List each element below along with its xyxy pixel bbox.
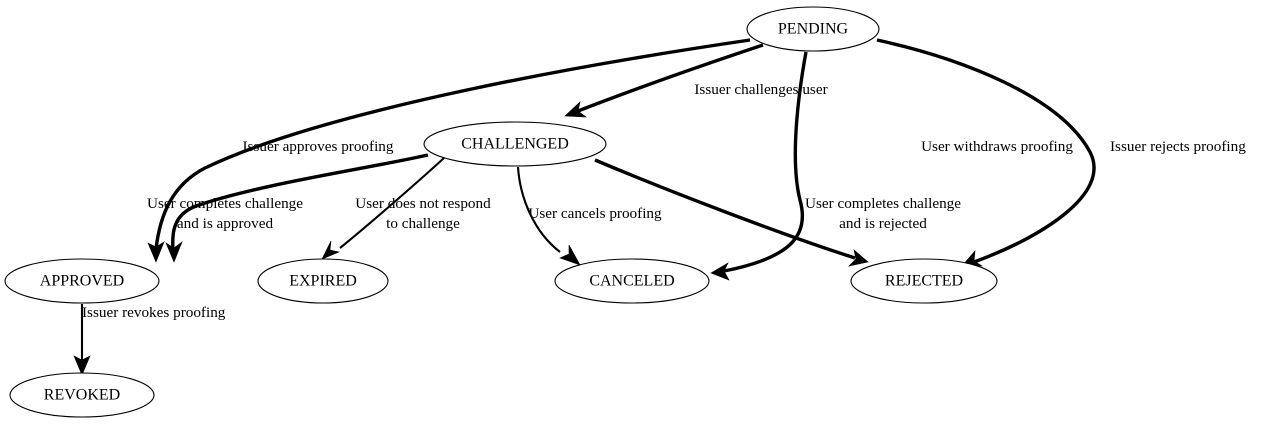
edge-pending-to-challenged: [564, 43, 764, 118]
edge-label-user-withdraws-proofing: User withdraws proofing: [921, 138, 1073, 155]
edge-approved-to-revoked-arrowhead: [73, 355, 91, 376]
edge-challenged-to-rejected-arrowhead: [848, 249, 869, 267]
edge-approved-to-revoked: [73, 304, 91, 376]
node-revoked-ellipse[interactable]: [9, 372, 155, 418]
edge-label-issuer-approves-proofing: Issuer approves proofing: [243, 138, 394, 155]
edge-pending-to-canceled-arrowhead: [710, 262, 730, 281]
edge-challenged-to-expired-arrowhead: [321, 240, 340, 260]
edge-label-user-completes-challenge-rejected-line1: User completes challenge: [805, 195, 961, 212]
edge-label-issuer-rejects-proofing: Issuer rejects proofing: [1110, 138, 1246, 155]
edge-pending-to-approved-arrowhead: [147, 241, 165, 263]
node-pending[interactable]: PENDING: [746, 6, 880, 52]
edge-pending-to-canceled: [710, 51, 808, 281]
edge-pending-to-approved-path: [154, 38, 751, 250]
edge-challenged-to-canceled-arrowhead: [559, 244, 581, 266]
edge-label-user-completes-challenge-approved-line1: User completes challenge: [147, 195, 303, 212]
node-pending-label: PENDING: [778, 21, 849, 38]
node-rejected-label: REJECTED: [885, 273, 963, 290]
node-expired-ellipse[interactable]: [257, 258, 389, 304]
edge-challenged-to-canceled-path: [516, 166, 561, 253]
edge-challenged-to-rejected: [594, 158, 869, 267]
node-revoked[interactable]: REVOKED: [9, 372, 155, 418]
edge-label-issuer-revokes-proofing: Issuer revokes proofing: [82, 304, 226, 321]
edge-label-issuer-challenges-user: Issuer challenges user: [694, 81, 827, 98]
node-approved[interactable]: APPROVED: [4, 258, 160, 304]
node-rejected-ellipse[interactable]: [850, 258, 998, 304]
node-approved-ellipse[interactable]: [4, 258, 160, 304]
node-expired-label: EXPIRED: [289, 273, 357, 290]
edge-label-user-cancels-proofing: User cancels proofing: [528, 205, 662, 222]
node-pending-ellipse[interactable]: [746, 6, 880, 52]
edge-label-user-completes-challenge-rejected-line2: and is rejected: [839, 215, 927, 232]
edge-challenged-to-expired: [321, 157, 445, 260]
edge-challenged-to-canceled: [516, 166, 581, 266]
edge-challenged-to-expired-path: [339, 157, 445, 249]
node-canceled[interactable]: CANCELED: [554, 258, 710, 304]
edge-challenged-to-rejected-path: [594, 158, 856, 260]
node-canceled-label: CANCELED: [589, 273, 674, 290]
edge-label-user-completes-challenge-approved-line2: and is approved: [177, 215, 274, 232]
edge-pending-to-challenged-path: [577, 43, 764, 113]
node-canceled-ellipse[interactable]: [554, 258, 710, 304]
node-challenged[interactable]: CHALLENGED: [423, 121, 607, 167]
node-rejected[interactable]: REJECTED: [850, 258, 998, 304]
edge-challenged-to-approved-arrowhead: [165, 241, 183, 263]
edge-pending-to-rejected-path: [876, 38, 1096, 264]
edge-pending-to-challenged-arrowhead: [564, 101, 587, 118]
node-challenged-ellipse[interactable]: [423, 121, 607, 167]
edge-label-user-does-not-respond-line2: to challenge: [386, 215, 460, 232]
node-revoked-label: REVOKED: [44, 387, 120, 404]
edge-label-user-does-not-respond-line1: User does not respond: [355, 195, 491, 212]
node-expired[interactable]: EXPIRED: [257, 258, 389, 304]
edge-pending-to-approved: [147, 38, 751, 263]
node-approved-label: APPROVED: [40, 273, 124, 290]
edge-pending-to-canceled-path: [723, 51, 808, 273]
node-challenged-label: CHALLENGED: [461, 136, 569, 153]
edge-challenged-to-approved-path: [171, 153, 429, 251]
edge-challenged-to-approved: [165, 153, 429, 263]
